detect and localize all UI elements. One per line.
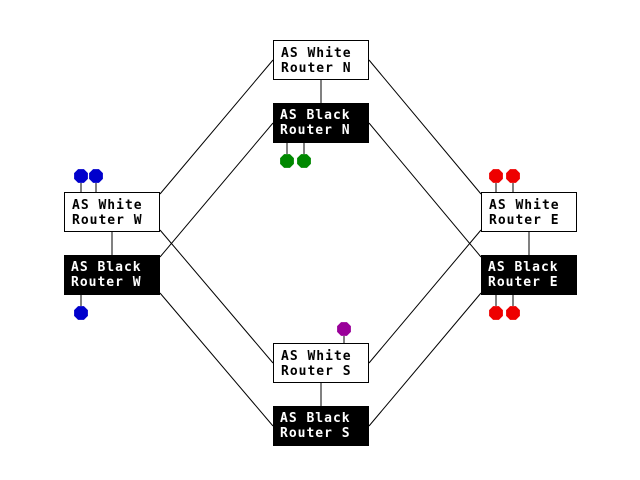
node-label-line1: AS Black [280, 108, 351, 123]
node-label-line2: Router S [281, 364, 352, 379]
node-label-line1: AS Black [488, 260, 559, 275]
purple-host-1-dot [337, 322, 351, 336]
link-as-white-router-s--as-white-router-e [368, 229, 482, 364]
node-label-line2: Router E [488, 275, 559, 290]
node-label-line1: AS White [281, 349, 352, 364]
red-host-1-dot [489, 169, 503, 183]
green-host-2-dot [297, 154, 311, 168]
link-as-black-router-w--as-black-router-n [159, 122, 274, 258]
blue-host-1-dot [74, 169, 88, 183]
node-label-line2: Router W [71, 275, 142, 290]
node-label-line2: Router N [281, 61, 352, 76]
link-as-black-router-s--as-black-router-e [368, 292, 482, 427]
node-as-white-router-w: AS White Router W [64, 192, 160, 232]
node-as-white-router-e: AS White Router E [481, 192, 577, 232]
red-host-4-dot [506, 306, 520, 320]
link-as-black-router-n--as-black-router-e [368, 122, 482, 258]
red-host-2-dot [506, 169, 520, 183]
red-host-3-dot [489, 306, 503, 320]
node-as-white-router-s: AS White Router S [273, 343, 369, 383]
link-as-white-router-w--as-white-router-n [159, 59, 274, 195]
node-label-line1: AS White [281, 46, 352, 61]
node-label-line1: AS White [489, 198, 560, 213]
green-host-1-dot [280, 154, 294, 168]
node-as-black-router-n: AS Black Router N [273, 103, 369, 143]
node-label-line1: AS Black [280, 411, 351, 426]
node-as-white-router-n: AS White Router N [273, 40, 369, 80]
node-as-black-router-s: AS Black Router S [273, 406, 369, 446]
node-label-line2: Router N [280, 123, 351, 138]
node-label-line2: Router W [72, 213, 143, 228]
node-as-black-router-e: AS Black Router E [481, 255, 577, 295]
blue-host-3-dot [74, 306, 88, 320]
node-label-line1: AS Black [71, 260, 142, 275]
blue-host-2-dot [89, 169, 103, 183]
node-label-line2: Router S [280, 426, 351, 441]
node-label-line2: Router E [489, 213, 560, 228]
node-label-line1: AS White [72, 198, 143, 213]
node-as-black-router-w: AS Black Router W [64, 255, 160, 295]
link-as-white-router-w--as-white-router-s [159, 229, 274, 364]
link-as-black-router-w--as-black-router-s [159, 292, 274, 427]
link-as-white-router-n--as-white-router-e [368, 59, 482, 195]
